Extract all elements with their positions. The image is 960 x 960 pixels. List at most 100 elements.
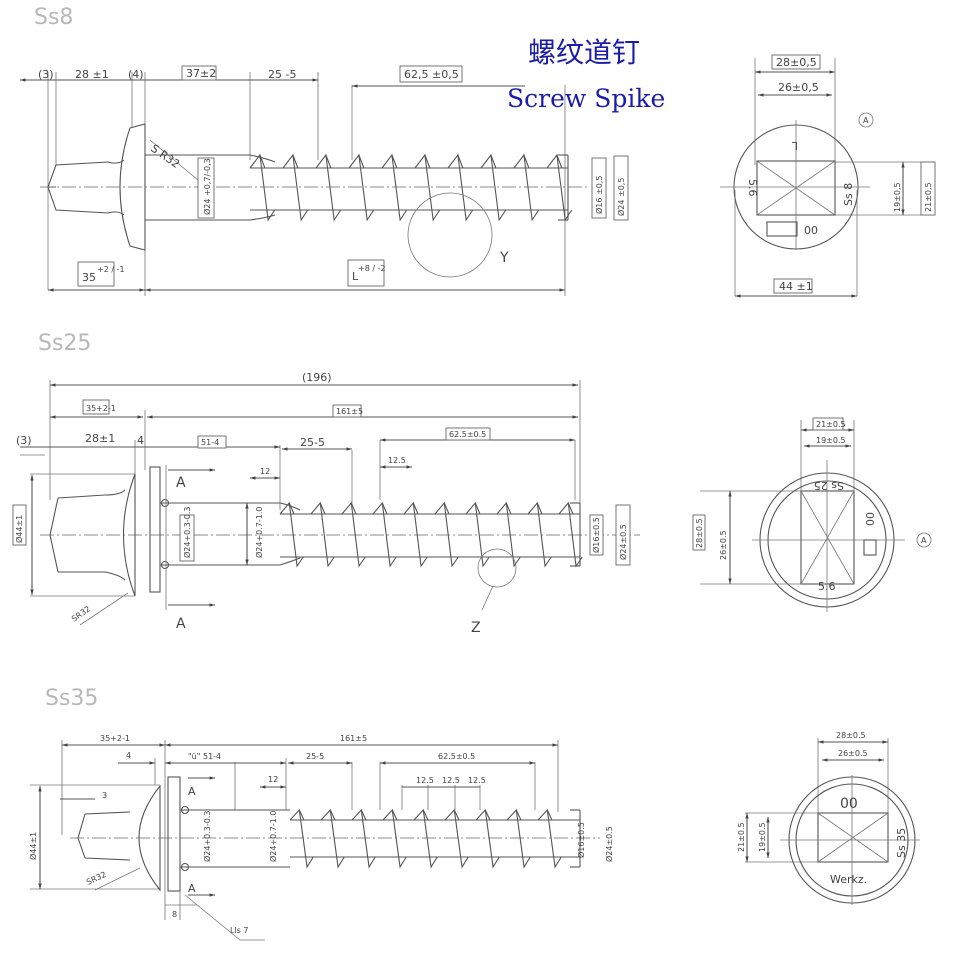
thread-flank (413, 808, 438, 869)
ss25-sec-h28: 28±0.5 (695, 518, 704, 548)
ss25-dim-62-5: 62.5±0.5 (449, 430, 486, 439)
ss35-dim-dia24-c: Ø24±0.5 (604, 826, 614, 862)
thread-flank (434, 501, 459, 568)
ss35-lls-7: Lls 7 (230, 926, 248, 935)
title-english: Screw Spike (507, 84, 665, 113)
thread-flank (341, 501, 366, 568)
ss8-dim-4: (4) (128, 68, 144, 81)
ss25-dim-3: (3) (16, 434, 32, 447)
ss25-sec-w21: 21±0.5 (816, 420, 846, 429)
thread-flank (381, 153, 408, 222)
ss35-dim-62-5: 62.5±0.5 (438, 752, 475, 761)
thread-flank (279, 501, 304, 568)
ss35-dim-25: 25-5 (306, 752, 324, 761)
thread-flank (298, 809, 305, 821)
thread-flank (546, 809, 553, 821)
ss25-dim-28: 28±1 (85, 432, 115, 445)
ss8-thread (249, 153, 573, 222)
ss25-detail-z: Z (471, 620, 481, 636)
thread-flank (289, 808, 314, 869)
ss35-dim-12-5-c: 12.5 (468, 776, 486, 785)
ss25-label: Ss25 (38, 331, 91, 356)
ss25-dim-4: 4 (137, 434, 144, 447)
thread-flank (475, 808, 500, 869)
ss35-dim-12-5-a: 12.5 (416, 776, 434, 785)
thread-flank (474, 502, 481, 515)
thread-flank (536, 502, 543, 515)
thread-flank (350, 502, 357, 515)
thread-flank (414, 153, 441, 222)
ss25-detail-circle (477, 548, 517, 588)
thread-flank (292, 154, 299, 169)
ss35-sec-text-00: 00 (840, 796, 858, 812)
ss35-dim-8: 8 (172, 910, 177, 919)
ss35-thread (289, 808, 581, 869)
thread-flank (358, 154, 365, 169)
ss25-radius: SR32 (70, 604, 92, 623)
thread-flank (465, 501, 490, 568)
ss8-radius: S R32 (148, 142, 182, 171)
thread-flank (351, 808, 376, 869)
thread-flank (523, 154, 530, 169)
ss25-sec-text-00: 00 (863, 512, 876, 526)
ss8-sec-text-l: L (791, 139, 798, 152)
ss35-dim-35: 35+2-1 (100, 734, 130, 743)
ss8-dim-28: 28 ±1 (75, 68, 109, 81)
ss8-dim-dia24: Ø24 ±0,5 (616, 178, 626, 216)
thread-flank (443, 502, 450, 515)
thread-flank (453, 809, 460, 821)
thread-flank (424, 154, 431, 169)
ss35-sec-text-ss: Ss 35 (895, 828, 908, 858)
ss8-dim-37: 37±2 (186, 67, 216, 80)
thread-flank (444, 808, 469, 869)
ss25-sec-h26: 26±0.5 (719, 530, 728, 560)
ss35-dim-dia44: Ø44±1 (28, 832, 38, 860)
ss35-sec-w26: 26±0.5 (838, 749, 868, 758)
ss25-section-a-bottom: A (176, 616, 186, 632)
ss8-sec-w28: 28±0,5 (776, 56, 817, 69)
thread-flank (348, 153, 375, 222)
ss25-dim-dia16: Ø16±0.5 (591, 517, 601, 553)
ss35-dim-dia24-b: Ø24+0.7-1.0 (268, 810, 278, 862)
ss35-side-view: Ss35 35+2-1 161±5 4 "ü" 51-4 25-5 62.5±0… (28, 686, 614, 941)
thread-flank (319, 502, 326, 515)
ss35-label: Ss35 (45, 686, 98, 711)
thread-flank (372, 501, 397, 568)
thread-flank (412, 502, 419, 515)
ss35-section-view: 28±0.5 26±0.5 00 Ss 35 Werkz. 21±0.5 19±… (737, 731, 920, 905)
ss25-dim-35: 35+2-1 (86, 404, 116, 413)
ss8-side-view: Ss8 (3) 28 ±1 (4) 37±2 25 -5 62,5 ±0,5 S… (20, 5, 629, 296)
ss25-dim-196: (196) (302, 371, 332, 384)
thread-flank (513, 153, 540, 222)
thread-flank (329, 809, 336, 821)
ss8-sec-h21: 21±0,5 (924, 182, 933, 212)
ss35-dim-12: 12 (268, 775, 278, 784)
thread-flank (567, 502, 574, 515)
thread-flank (360, 809, 367, 821)
ss8-sec-text-00: 00 (804, 224, 818, 237)
ss8-dim-dia16: Ø16 ±0,5 (594, 176, 604, 214)
ss35-dim-161: 161±5 (340, 734, 367, 743)
thread-flank (382, 808, 407, 869)
ss35-section-a-bottom: A (188, 882, 196, 895)
ss8-sec-d44: 44 ±1 (779, 280, 813, 293)
ss35-dim-12-5-b: 12.5 (442, 776, 460, 785)
ss25-thread (279, 501, 583, 568)
thread-flank (506, 808, 531, 869)
ss25-section-a-top: A (176, 475, 186, 491)
thread-flank (249, 153, 276, 222)
thread-flank (288, 502, 295, 515)
thread-flank (457, 154, 464, 169)
ss35-dim-dia24-a: Ø24+0.3-0.3 (202, 810, 212, 862)
ss35-sec-h21: 21±0.5 (737, 822, 746, 852)
title-chinese: 螺纹道钉 (528, 36, 640, 69)
ss35-dim-3: 3 (102, 791, 107, 800)
thread-flank (391, 154, 398, 169)
thread-flank (422, 809, 429, 821)
thread-flank (556, 154, 563, 169)
ss25-dim-161: 161±5 (336, 407, 363, 416)
ss25-dim-dia24-b: Ø24+0.7-1.0 (254, 506, 264, 558)
ss8-sec-text-ss: Ss 8 (842, 183, 855, 206)
thread-flank (505, 502, 512, 515)
